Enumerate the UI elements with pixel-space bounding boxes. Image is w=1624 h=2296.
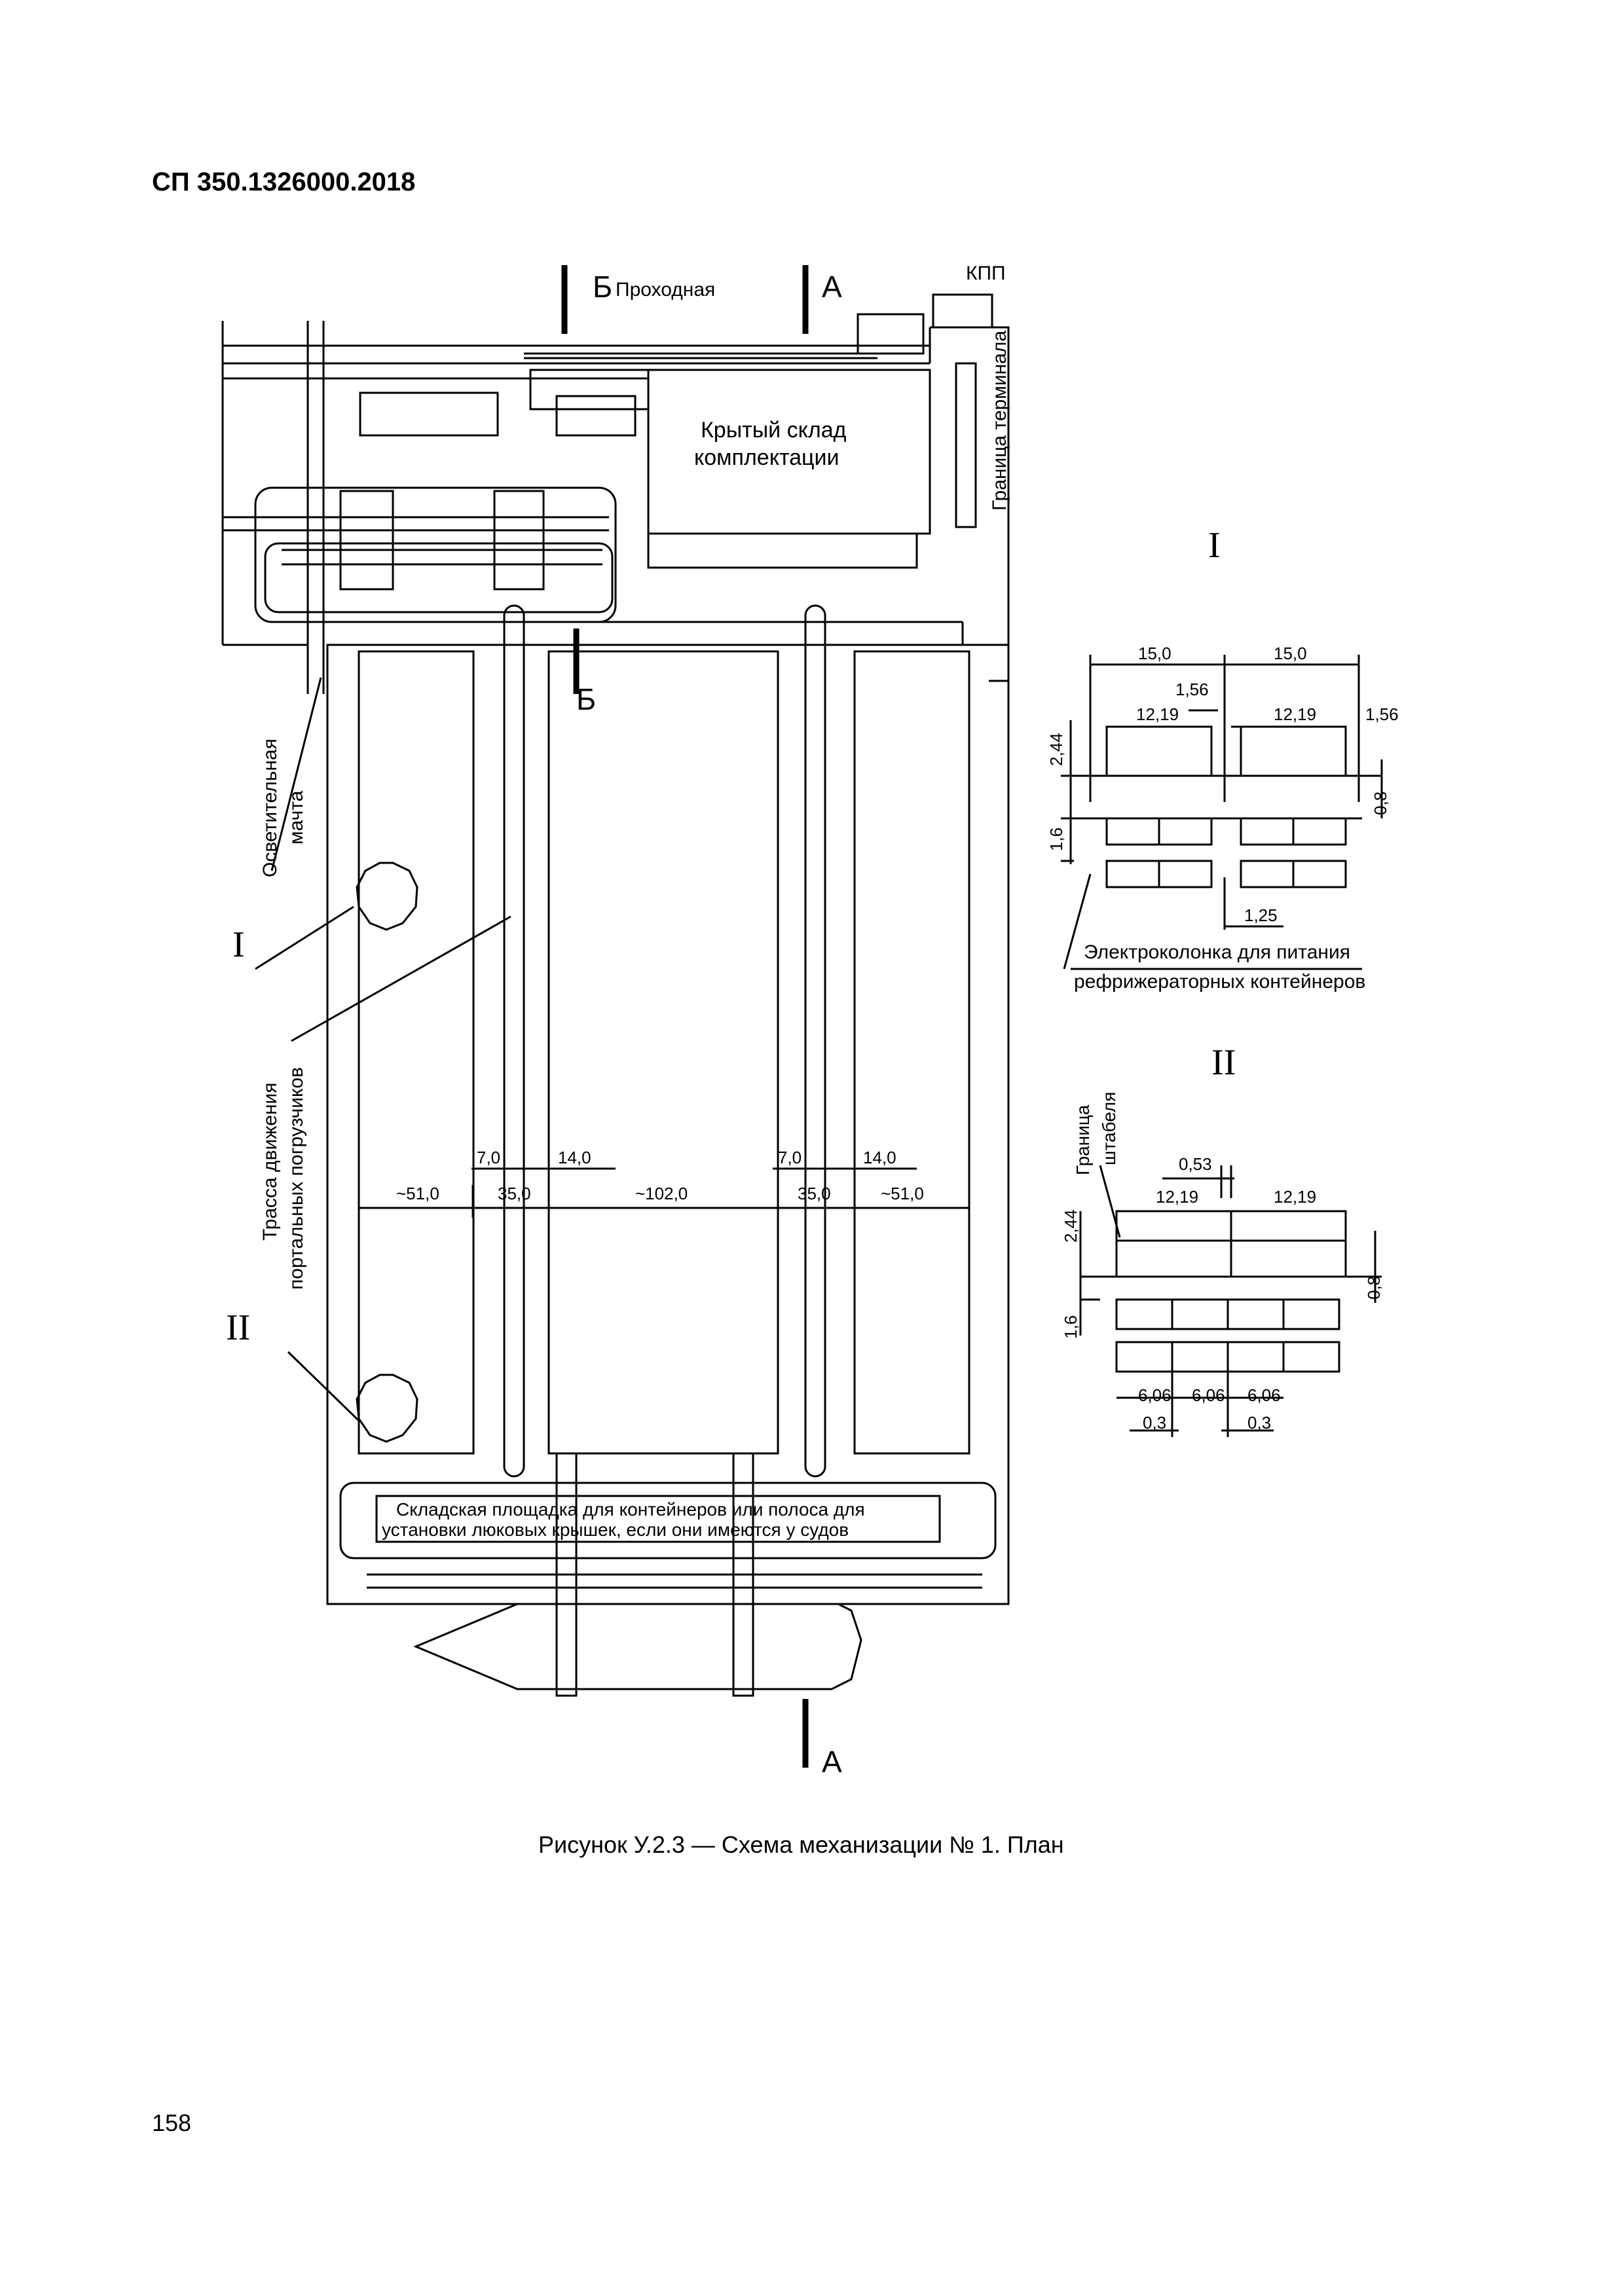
detail-1-dim-15-left: 15,0 <box>1138 644 1172 663</box>
detail-2-dim-606-3: 6,06 <box>1247 1385 1281 1405</box>
document-code: СП 350.1326000.2018 <box>152 168 416 196</box>
detail-1-dim-125: 1,25 <box>1244 905 1278 925</box>
dim-51-left: ~51,0 <box>396 1184 439 1203</box>
detail-2-dim-053: 0,53 <box>1179 1154 1212 1174</box>
detail-2-dim-606-1: 6,06 <box>1138 1385 1172 1405</box>
yard-boundary <box>326 644 1010 1605</box>
dim-14-right: 14,0 <box>863 1148 896 1167</box>
storage-label-line1: Складская площадка для контейнеров или п… <box>396 1499 865 1520</box>
section-b-label: Б <box>593 270 613 304</box>
page-number: 158 <box>152 2109 192 2136</box>
detail-2-dim-244: 2,44 <box>1061 1209 1080 1243</box>
stack-boundary-label-line1: Граница <box>1073 1104 1093 1175</box>
warehouse-label-line2: комплектации <box>694 445 840 470</box>
dim-7-right: 7,0 <box>778 1148 802 1167</box>
dim-51-right: ~51,0 <box>881 1184 924 1203</box>
detail-2-dim-1219-right: 12,19 <box>1274 1187 1317 1207</box>
callout-1-label: I <box>232 924 245 965</box>
detail-1-dim-156-right: 1,56 <box>1365 704 1399 724</box>
dim-35-left: 35,0 <box>498 1184 531 1203</box>
light-mast-label-line2: мачта <box>286 790 307 845</box>
detail-2-dim-03-right: 0,3 <box>1247 1413 1272 1432</box>
terminal-boundary-label: Граница терминала <box>989 330 1010 511</box>
detail-1-dim-1219-left: 12,19 <box>1136 704 1179 724</box>
detail-2-dim-606-2: 6,06 <box>1192 1385 1225 1405</box>
dim-102: ~102,0 <box>635 1184 688 1203</box>
power-column-label-line2: рефрижераторных контейнеров <box>1074 971 1366 993</box>
storage-label-line2: установки люковых крышек, если они имеют… <box>382 1520 849 1540</box>
stack-boundary-label-line2: штабеля <box>1099 1091 1119 1165</box>
power-column-label-line1: Электроколонка для питания <box>1084 941 1350 963</box>
warehouse-label-line1: Крытый склад <box>701 418 847 443</box>
section-a-label: А <box>822 270 842 304</box>
detail-1-dim-244: 2,44 <box>1046 733 1066 766</box>
dim-35-right: 35,0 <box>798 1184 831 1203</box>
route-label-line2: портальных погрузчиков <box>286 1066 307 1290</box>
detail-2-drawing <box>1079 1165 1382 1437</box>
ship-hull <box>413 1603 862 1690</box>
light-mast-label-line1: Осветительная <box>259 738 281 877</box>
route-label-line1: Трасса движения <box>259 1082 281 1241</box>
dim-7-left: 7,0 <box>477 1148 501 1167</box>
detail-1-dim-156-top: 1,56 <box>1175 680 1209 699</box>
passage-label: Проходная <box>616 279 716 301</box>
checkpoint-label: КПП <box>966 263 1006 284</box>
detail-1-drawing <box>1061 655 1383 970</box>
section-b-label-lower: Б <box>576 682 597 716</box>
section-a-label-lower: А <box>822 1745 842 1779</box>
detail-2-dim-16: 1,6 <box>1061 1315 1080 1339</box>
callout-2-label: II <box>226 1307 251 1348</box>
detail-1-dim-16: 1,6 <box>1046 827 1066 851</box>
dim-14-left: 14,0 <box>558 1148 591 1167</box>
detail-2-title: II <box>1211 1042 1236 1083</box>
detail-2-dim-1219-left: 12,19 <box>1156 1187 1199 1207</box>
figure-caption: Рисунок У.2.3 — Схема механизации № 1. П… <box>538 1831 1064 1858</box>
detail-2-dim-03-left: 0,3 <box>1143 1413 1167 1432</box>
detail-1-title: I <box>1208 525 1221 566</box>
detail-1-dim-08: 0,8 <box>1371 791 1390 815</box>
detail-1-dim-15-right: 15,0 <box>1274 644 1307 663</box>
detail-2-dim-08: 0,8 <box>1364 1275 1384 1300</box>
detail-1-dim-1219-right: 12,19 <box>1274 704 1317 724</box>
